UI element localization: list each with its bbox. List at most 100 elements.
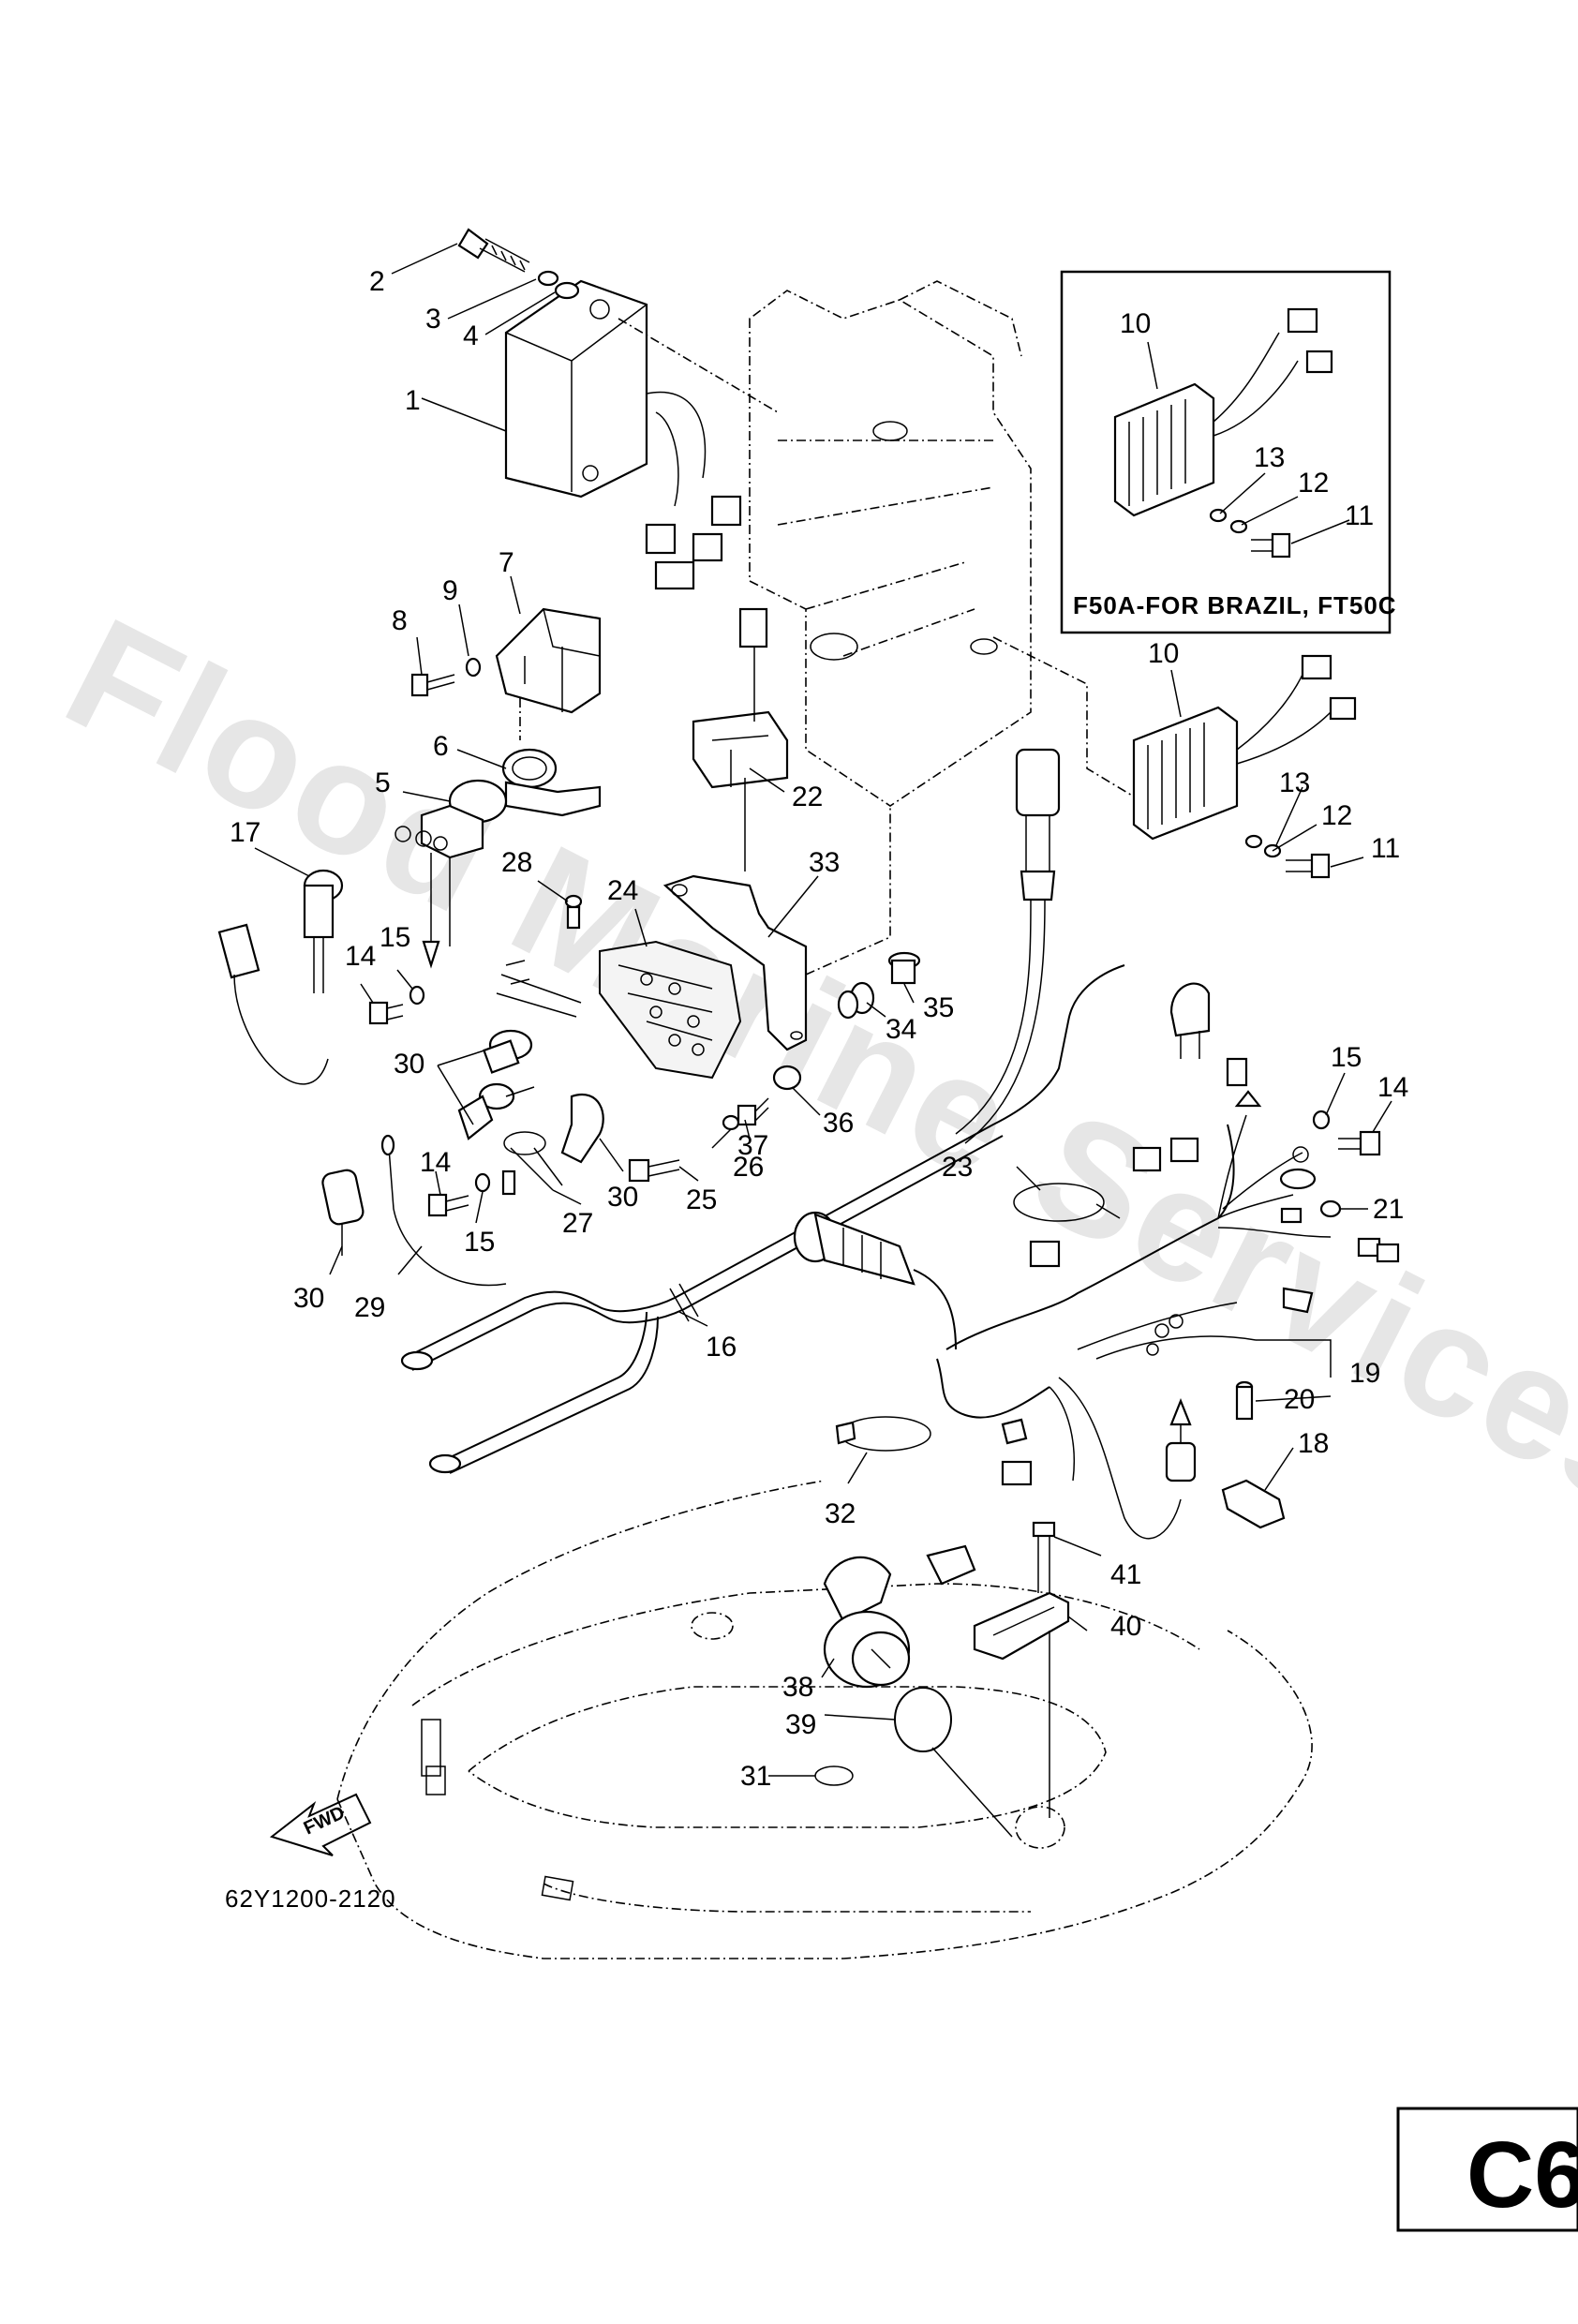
cap-30-mid bbox=[457, 1082, 535, 1140]
callout-31: 31 bbox=[740, 1761, 771, 1792]
ring-29 bbox=[380, 1134, 395, 1156]
page-code: C6 bbox=[1466, 2123, 1578, 2227]
bolt-41 bbox=[1032, 1521, 1056, 1593]
diagram-code: 62Y1200-2120 bbox=[225, 1885, 396, 1913]
terminal-block-24 bbox=[599, 940, 742, 1080]
callout-16: 16 bbox=[706, 1332, 737, 1363]
callout-40: 40 bbox=[1110, 1611, 1141, 1642]
o-ring-leader bbox=[931, 1747, 1013, 1838]
callout-15b: 15 bbox=[464, 1227, 495, 1258]
callout-12b: 12 bbox=[1321, 800, 1352, 831]
callout-22: 22 bbox=[792, 782, 823, 812]
callout-27: 27 bbox=[562, 1208, 593, 1239]
callout-36: 36 bbox=[823, 1108, 854, 1139]
cap-17 bbox=[217, 869, 344, 1085]
page-code-box: C6 bbox=[1396, 2107, 1578, 2232]
callout-33: 33 bbox=[809, 847, 840, 878]
washer-26 bbox=[722, 1114, 740, 1131]
pin-28 bbox=[564, 894, 583, 930]
callout-10a: 10 bbox=[1120, 308, 1151, 339]
cap-30-upper bbox=[483, 1029, 533, 1074]
washer-36 bbox=[772, 1065, 802, 1091]
regulator-leader bbox=[992, 636, 1135, 797]
callout-15c: 15 bbox=[1331, 1042, 1362, 1073]
callout-30b: 30 bbox=[293, 1283, 324, 1314]
plate-33 bbox=[662, 806, 891, 1051]
bolt-11-main bbox=[1286, 853, 1331, 879]
bolt-25 bbox=[628, 1158, 680, 1183]
o-ring-39 bbox=[894, 1687, 952, 1752]
wiring-harness-19 bbox=[936, 982, 1400, 1540]
callout-29: 29 bbox=[354, 1292, 385, 1323]
callout-20: 20 bbox=[1284, 1384, 1315, 1415]
pin-20 bbox=[1235, 1380, 1254, 1421]
callout-32: 32 bbox=[825, 1498, 856, 1529]
clip-18 bbox=[1221, 1479, 1286, 1529]
callout-26: 26 bbox=[733, 1152, 764, 1183]
bolt-8 bbox=[410, 673, 455, 697]
lead-terminals bbox=[496, 960, 582, 1018]
bolt-2 bbox=[457, 228, 530, 273]
lead-29 bbox=[388, 1147, 507, 1287]
callout-14c: 14 bbox=[1377, 1072, 1408, 1103]
grommet-21 bbox=[1319, 1199, 1342, 1218]
washer-9 bbox=[465, 657, 482, 678]
leader-lines bbox=[254, 243, 1392, 1777]
callout-30c: 30 bbox=[607, 1182, 638, 1213]
callout-14b: 14 bbox=[420, 1147, 451, 1178]
callout-7: 7 bbox=[499, 547, 514, 578]
callout-11a: 11 bbox=[1345, 500, 1374, 531]
clip-31 bbox=[814, 1765, 854, 1786]
callout-23: 23 bbox=[942, 1152, 973, 1183]
callout-28: 28 bbox=[501, 847, 532, 878]
bolt-14-left bbox=[368, 1001, 404, 1025]
callout-15a: 15 bbox=[380, 922, 410, 953]
callout-10b: 10 bbox=[1148, 638, 1179, 669]
grommet-34 bbox=[837, 981, 875, 1020]
callouts: 1 2 3 4 5 6 7 8 9 10 10 11 11 12 12 13 1… bbox=[230, 266, 1408, 1792]
callout-19: 19 bbox=[1349, 1358, 1380, 1389]
callout-8: 8 bbox=[392, 605, 408, 636]
rectifier-regulator-main bbox=[1132, 654, 1357, 841]
callout-13a: 13 bbox=[1254, 442, 1285, 473]
callout-25: 25 bbox=[686, 1184, 717, 1215]
inset-title: F50A-FOR BRAZIL, FT50C bbox=[1073, 591, 1397, 619]
washer-15-left bbox=[409, 985, 425, 1006]
terminal-lower bbox=[501, 1169, 516, 1196]
starter-relay-5 bbox=[394, 779, 508, 969]
plug-38 bbox=[823, 1556, 911, 1689]
bracket-40 bbox=[973, 1591, 1070, 1818]
bolt-14-lower bbox=[427, 1193, 469, 1217]
callout-30a: 30 bbox=[394, 1049, 424, 1080]
cdi-unit bbox=[504, 279, 779, 590]
callout-37: 37 bbox=[737, 1130, 768, 1161]
callout-9: 9 bbox=[442, 575, 458, 606]
clip-27 bbox=[503, 1131, 563, 1191]
callout-17: 17 bbox=[230, 817, 261, 848]
callout-39: 39 bbox=[785, 1709, 816, 1740]
bracket-frame bbox=[749, 280, 1032, 807]
callout-5: 5 bbox=[375, 767, 391, 798]
callout-3: 3 bbox=[425, 304, 441, 335]
clip-small bbox=[926, 1544, 976, 1586]
callout-14a: 14 bbox=[345, 941, 376, 972]
holder-6 bbox=[501, 748, 602, 817]
callout-24: 24 bbox=[607, 875, 638, 906]
callout-12a: 12 bbox=[1298, 468, 1329, 499]
washer-3 bbox=[537, 270, 559, 287]
callout-13b: 13 bbox=[1279, 767, 1310, 798]
bottom-cowling bbox=[336, 1480, 1313, 1959]
washer-15-right bbox=[1312, 1110, 1331, 1130]
washer-13-main bbox=[1244, 834, 1263, 849]
callout-18: 18 bbox=[1298, 1428, 1329, 1459]
callout-4: 4 bbox=[463, 320, 479, 351]
bracket-22 bbox=[692, 607, 789, 872]
callout-1: 1 bbox=[405, 385, 421, 416]
fwd-arrow-icon: FWD bbox=[269, 1793, 372, 1856]
collar-35 bbox=[887, 951, 921, 985]
boot-30-right bbox=[560, 1094, 604, 1164]
battery-cable-16 bbox=[400, 964, 1125, 1474]
inset-box: F50A-FOR BRAZIL, FT50C bbox=[1060, 270, 1397, 634]
callout-41: 41 bbox=[1110, 1559, 1141, 1590]
